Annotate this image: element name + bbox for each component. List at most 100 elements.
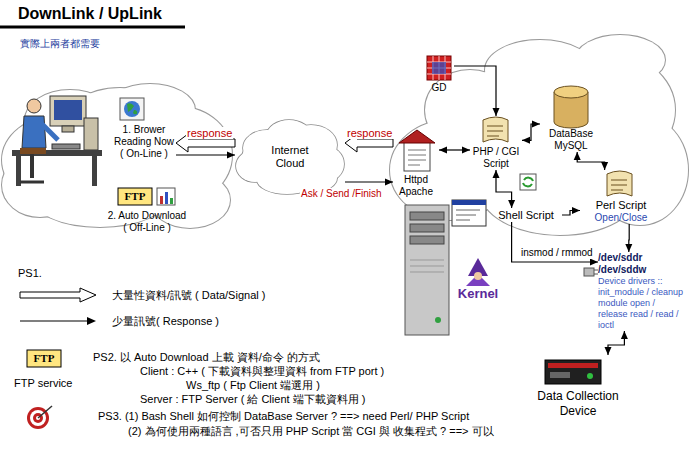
script-scroll-icon bbox=[483, 117, 508, 142]
client-cloud bbox=[2, 84, 232, 228]
node-text: Httpd Apache bbox=[393, 174, 439, 198]
arrow-head bbox=[227, 152, 235, 159]
thin-arrow-sample bbox=[20, 320, 90, 321]
server-item: Perl ScriptOpen/Close bbox=[580, 170, 662, 224]
note-label: FTP service bbox=[14, 376, 72, 391]
wizard-icon bbox=[466, 258, 490, 286]
recycle-icon bbox=[520, 174, 536, 190]
note-label: PS3. (1) Bash Shell 如何控制 DataBase Server… bbox=[98, 409, 469, 424]
edge-label: response bbox=[186, 127, 233, 139]
edge-label: response bbox=[346, 127, 393, 139]
note-label: FTP bbox=[27, 351, 61, 366]
ftp-icon bbox=[27, 350, 61, 367]
apache-icon bbox=[399, 130, 435, 171]
legend-sample bbox=[18, 313, 98, 329]
connector bbox=[439, 147, 470, 154]
note-label: FTP bbox=[118, 189, 152, 204]
gd-icon bbox=[427, 56, 451, 80]
browser-icon bbox=[120, 98, 144, 120]
kernel-item: Kernel bbox=[450, 258, 506, 302]
connector bbox=[176, 152, 235, 159]
client-item: 2. Auto Download ( Off-Line ) bbox=[105, 210, 189, 234]
computer-user bbox=[12, 96, 102, 186]
connector-line bbox=[608, 331, 624, 355]
server-item: PHP / CGI Script bbox=[470, 116, 522, 170]
node-text: /dev/sddr /dev/sddw bbox=[598, 252, 686, 276]
arrow-head bbox=[522, 137, 530, 144]
node-text: Shell Script bbox=[490, 208, 562, 222]
arrow-head bbox=[605, 347, 612, 355]
arrow-head bbox=[572, 207, 580, 214]
shell-window-icon bbox=[452, 200, 486, 226]
arrow-head bbox=[590, 259, 598, 266]
server-item: Shell Script bbox=[490, 208, 562, 222]
node-text: PHP / CGI Script bbox=[470, 146, 522, 170]
arrow-head bbox=[574, 152, 581, 160]
target-icon bbox=[27, 406, 52, 429]
connector-line bbox=[522, 124, 540, 140]
connector-line bbox=[176, 154, 235, 155]
note-label: Client : C++ ( 下載資料與整理資料 from FTP port ) bbox=[140, 364, 384, 379]
note-label: PS2. 以 Auto Download 上載 資料/命令 的方式 bbox=[93, 350, 320, 365]
node-text: GD bbox=[424, 82, 454, 94]
note-label: (2) 為何使用兩種語言 ,可否只用 PHP Script 當 CGI 與 收集… bbox=[128, 424, 494, 439]
connector bbox=[522, 121, 540, 144]
connector bbox=[493, 170, 516, 208]
node-text: Open/Close bbox=[580, 212, 662, 224]
arrow-head bbox=[508, 200, 515, 208]
client-item: 1. Brower Reading Now ( On-Line ) bbox=[112, 124, 176, 160]
legend-text: 大量性資料/訊號 ( Data/Signal ) bbox=[112, 288, 265, 303]
node-text: Perl Script bbox=[580, 198, 662, 212]
device-icon bbox=[545, 360, 601, 384]
arrow-head bbox=[601, 162, 608, 170]
title-underline bbox=[0, 26, 185, 29]
connector bbox=[574, 152, 608, 170]
hollow-arrow-sample bbox=[20, 288, 96, 302]
driver-item: /dev/sddr /dev/sddwDevice drivers :: ini… bbox=[598, 252, 686, 331]
server-tower bbox=[405, 205, 449, 335]
legend-row: 大量性資料/訊號 ( Data/Signal ) bbox=[18, 287, 265, 303]
connector bbox=[605, 331, 628, 355]
connector-line bbox=[512, 222, 598, 262]
diagram-title: DownLink / UpLink bbox=[18, 5, 162, 23]
connector bbox=[454, 66, 500, 116]
arrow-head bbox=[532, 121, 540, 128]
node-text: 2. Auto Download ( Off-Line ) bbox=[105, 210, 189, 234]
note-label: PS1. bbox=[18, 266, 42, 281]
server-item: Httpd Apache bbox=[393, 130, 439, 198]
node-text: Internet Cloud bbox=[260, 144, 320, 170]
connector-line bbox=[577, 152, 604, 170]
connector bbox=[345, 179, 393, 186]
connector bbox=[625, 224, 632, 252]
script-scroll-icon bbox=[607, 171, 632, 196]
server-item: GD bbox=[424, 54, 454, 94]
database-icon bbox=[554, 86, 588, 128]
legend-text: 少量訊號( Response ) bbox=[112, 314, 219, 329]
note-label: 實際上兩者都需要 bbox=[20, 37, 100, 51]
arrow-head bbox=[621, 331, 628, 339]
note-label: Ws_ftp ( Ftp Client 端選用 ) bbox=[186, 378, 320, 393]
plug-icon bbox=[584, 268, 598, 276]
arrow-head bbox=[493, 170, 500, 178]
arrow-head bbox=[385, 179, 393, 186]
node-text: 1. Brower Reading Now ( On-Line ) bbox=[112, 124, 176, 160]
connector bbox=[512, 222, 598, 266]
server-item: DataBase MySQL bbox=[540, 82, 602, 152]
chart-icon bbox=[157, 188, 175, 205]
node-text: Device drivers :: init_module / cleanup … bbox=[598, 276, 686, 331]
edge-label: Ask / Send /Finish bbox=[300, 188, 383, 200]
node-text: Data Collection Device bbox=[528, 389, 628, 419]
arrow-head bbox=[493, 108, 500, 116]
node-text: Kernel bbox=[450, 286, 506, 302]
arrow-head bbox=[462, 147, 470, 154]
connector-line bbox=[454, 66, 496, 116]
note-label: Server : FTP Server ( 給 Client 端下載資料用 ) bbox=[140, 392, 365, 407]
ftp-icon bbox=[118, 188, 152, 205]
thin-arrow-head bbox=[87, 317, 96, 325]
legend-sample bbox=[18, 287, 98, 303]
internet-cloud: Internet Cloud bbox=[235, 118, 345, 196]
connector bbox=[562, 207, 580, 215]
arrow-head bbox=[625, 244, 632, 252]
device-item: Data Collection Device bbox=[528, 355, 628, 419]
arrow-head bbox=[439, 147, 447, 154]
